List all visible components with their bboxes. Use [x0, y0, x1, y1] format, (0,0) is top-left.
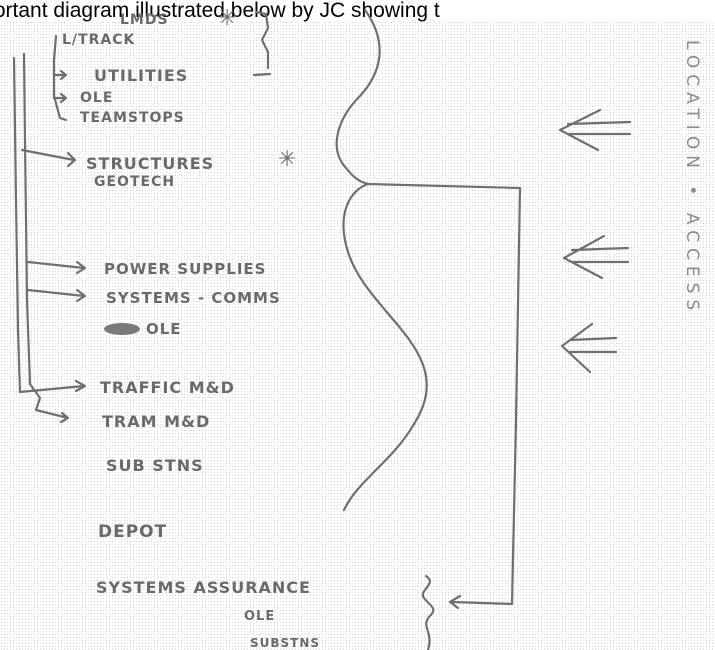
- label-substns-bottom: SUBSTNS: [250, 636, 321, 650]
- arrow-tram: [28, 382, 70, 424]
- label-tram: TRAM M&D: [102, 412, 211, 431]
- label-ole-mid: OLE: [146, 320, 182, 338]
- label-lmds: LMDS: [120, 12, 169, 28]
- arrow-traffic: [18, 379, 87, 394]
- label-structures: STRUCTURES: [86, 154, 215, 173]
- label-ole-top: OLE: [80, 90, 114, 106]
- label-ltrack: L/TRACK: [62, 32, 136, 48]
- arrow-utilities: [52, 69, 68, 81]
- label-teamstops: TEAMSTOPS: [80, 110, 185, 126]
- label-systems-assurance: SYSTEMS ASSURANCE: [96, 578, 311, 597]
- top-bracket: [254, 10, 270, 70]
- marker-star-1: ✳: [218, 6, 238, 31]
- connector-line: [366, 182, 522, 610]
- shaded-blob: [104, 323, 140, 335]
- label-sub-stns: SUB STNS: [106, 456, 204, 475]
- caption-text: important diagram illustrated below by J…: [0, 0, 715, 22]
- utilities-dash: [252, 72, 272, 77]
- right-arrow-1: [558, 108, 632, 152]
- label-power-supplies: POWER SUPPLIES: [104, 260, 267, 278]
- label-ole-bottom: OLE: [244, 609, 276, 624]
- trunk-a: [12, 56, 22, 394]
- trunk-b: [22, 52, 32, 386]
- right-arrow-2: [562, 234, 630, 280]
- arrow-ole: [52, 92, 68, 104]
- marker-star-2: ✳: [278, 147, 298, 172]
- label-systems-comms: SYSTEMS - COMMS: [106, 289, 281, 307]
- right-vertical-note: LOCATION • ACCESS: [682, 40, 702, 317]
- small-brace: [421, 574, 435, 650]
- arrow-power: [26, 260, 87, 275]
- label-utilities: UTILITIES: [94, 66, 189, 85]
- arrow-systems: [26, 288, 87, 303]
- label-depot: DEPOT: [98, 522, 168, 542]
- big-brace: [335, 8, 428, 512]
- label-traffic: TRAFFIC M&D: [100, 378, 235, 397]
- right-arrow-3: [560, 322, 618, 374]
- label-geotech: GEOTECH: [94, 174, 176, 190]
- tree-top: [52, 34, 68, 122]
- arrow-structures: [20, 148, 77, 168]
